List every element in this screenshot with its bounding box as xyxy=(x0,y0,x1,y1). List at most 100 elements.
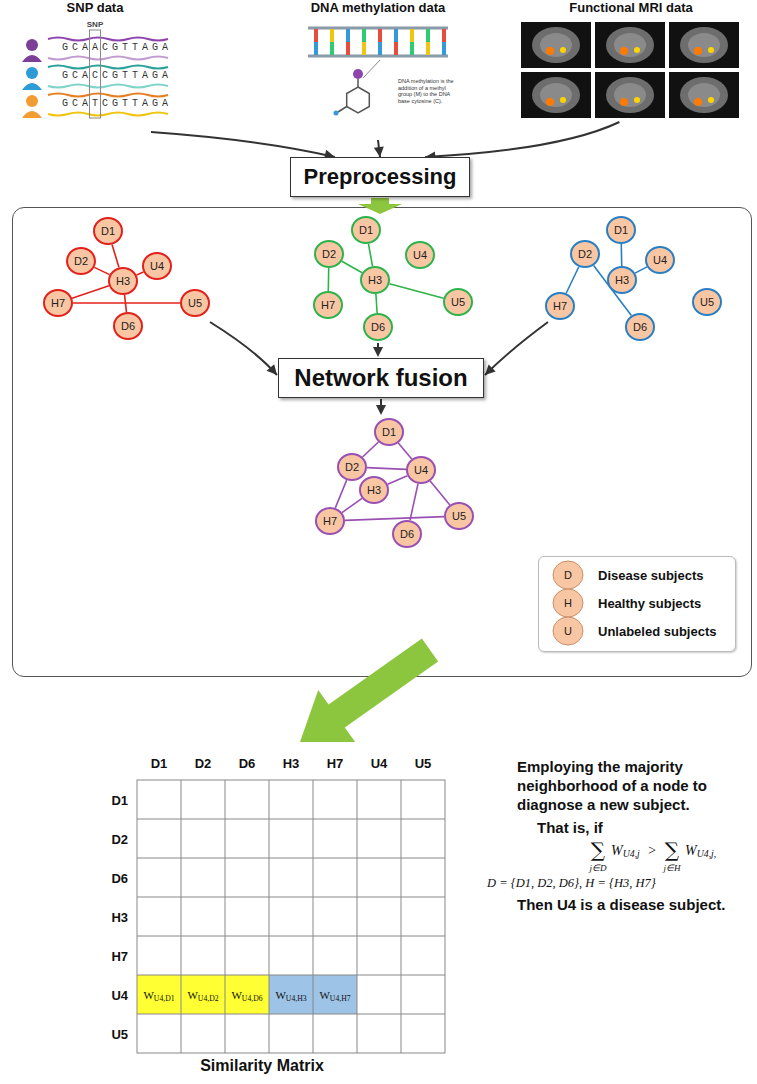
subject-label: U4 xyxy=(414,464,428,476)
connector xyxy=(425,122,619,157)
matrix-grid-part xyxy=(181,780,182,1053)
methylation-illustration-part xyxy=(357,79,359,87)
subject-label: H7 xyxy=(321,299,335,311)
subject-node: D6 xyxy=(625,313,655,341)
block-arrow xyxy=(358,198,402,214)
fmri-illustration-part xyxy=(634,97,640,103)
subject-node: U4 xyxy=(405,241,435,269)
row-header: U4 xyxy=(111,987,128,1002)
snp-illustration-part xyxy=(26,39,38,51)
subject-label: D6 xyxy=(633,321,647,333)
fmri-illustration-part xyxy=(669,22,739,68)
methylation-illustration-part xyxy=(338,107,347,113)
subject-label: H7 xyxy=(51,297,65,309)
fmri-illustration-part xyxy=(532,77,580,113)
data-source: DNA methylation data xyxy=(298,0,458,140)
fmri-illustration xyxy=(521,22,739,118)
snp-illustration-part xyxy=(26,67,38,79)
methylation-illustration-part xyxy=(394,42,398,55)
subject-node: D1 xyxy=(374,418,404,446)
flow-arrow-part xyxy=(267,364,277,375)
legend-sample-part xyxy=(553,589,583,617)
matrix-grid-part xyxy=(225,780,226,1053)
connector xyxy=(566,267,579,293)
subject-label: D2 xyxy=(345,461,359,473)
subject-node: H7 xyxy=(43,289,73,317)
box-label: Network fusion xyxy=(294,364,467,392)
matrix-grid xyxy=(137,780,445,1053)
legend-sample xyxy=(553,561,583,645)
subject-node: H7 xyxy=(313,291,343,319)
formula-term: WU4,j xyxy=(611,843,640,859)
matrix-grid-part xyxy=(137,975,269,1014)
legend-text: Healthy subjects xyxy=(598,596,701,611)
subject-node: D2 xyxy=(337,453,367,481)
table-cell: WU4,D1 xyxy=(143,989,174,1001)
connector xyxy=(620,244,622,266)
subject-node: D6 xyxy=(113,312,143,340)
subject-node: U5 xyxy=(444,502,474,530)
matrix-grid-part xyxy=(137,858,445,859)
matrix-grid-part xyxy=(269,780,270,1053)
connector xyxy=(335,480,346,508)
matrix-grid-part xyxy=(313,780,314,1053)
connector xyxy=(388,476,408,484)
row-header: D1 xyxy=(111,792,128,807)
note-text: DNA methylation is the addition of a met… xyxy=(398,78,454,104)
subject-node: D2 xyxy=(314,240,344,268)
connector xyxy=(327,268,329,291)
methylation-illustration-part xyxy=(346,29,350,42)
subject-label: U4 xyxy=(150,260,164,272)
methylation-illustration-part xyxy=(410,42,414,55)
fmri-illustration-part xyxy=(595,72,665,118)
subject-node: D6 xyxy=(392,520,422,548)
row-header: D6 xyxy=(111,870,128,885)
fmri-illustration-part xyxy=(634,47,640,53)
connector xyxy=(151,132,335,157)
connector xyxy=(137,272,144,275)
subject-label: U5 xyxy=(451,296,465,308)
column-header: D6 xyxy=(239,756,256,771)
table-cell: WU4,D2 xyxy=(187,989,218,1001)
connector xyxy=(389,284,443,298)
formula-index: j∈H xyxy=(664,863,681,873)
legend-text: Disease subjects xyxy=(598,568,704,583)
connector xyxy=(363,442,379,457)
matrix-grid-part xyxy=(137,1014,445,1015)
formula-symbol: ∑ xyxy=(665,839,679,861)
data-source: Functional MRI data xyxy=(515,0,747,122)
subject-label: D2 xyxy=(322,248,336,260)
methylation-illustration-part xyxy=(330,29,334,42)
subject-label: U5 xyxy=(188,297,202,309)
connector xyxy=(125,295,127,312)
rule-text: That is, if xyxy=(537,818,603,837)
connector xyxy=(342,498,362,512)
methylation-illustration-part xyxy=(314,29,318,42)
legend-letter: U xyxy=(564,625,572,637)
methylation-illustration-part xyxy=(353,69,363,79)
fmri-illustration-part xyxy=(560,47,566,53)
methylation-illustration-part xyxy=(442,29,446,42)
fmri-illustration-part xyxy=(595,22,665,68)
subject-label: U5 xyxy=(700,296,714,308)
snp-marker-label: SNP xyxy=(87,20,103,29)
fmri-illustration-part xyxy=(540,83,572,107)
fmri-illustration-part xyxy=(708,97,714,103)
legend-sample-part xyxy=(553,561,583,589)
methylation-illustration-part xyxy=(426,42,430,55)
methylation-illustration-part xyxy=(346,42,350,55)
subject-node: H7 xyxy=(315,507,345,535)
sequence-text: GCACCGTTAGA xyxy=(62,70,172,82)
subject-label: D2 xyxy=(578,248,592,260)
formula-symbol: > xyxy=(647,843,656,859)
arrowhead xyxy=(374,146,384,157)
fmri-illustration-part xyxy=(546,98,554,106)
snp-illustration-part xyxy=(48,66,168,69)
subject-label: D2 xyxy=(74,255,88,267)
column-header: D1 xyxy=(151,756,168,771)
connector xyxy=(345,517,444,521)
subject-label: U5 xyxy=(452,510,466,522)
fmri-illustration-part xyxy=(532,27,580,63)
snp-illustration-part xyxy=(48,85,168,88)
methylation-illustration-part xyxy=(442,42,446,55)
